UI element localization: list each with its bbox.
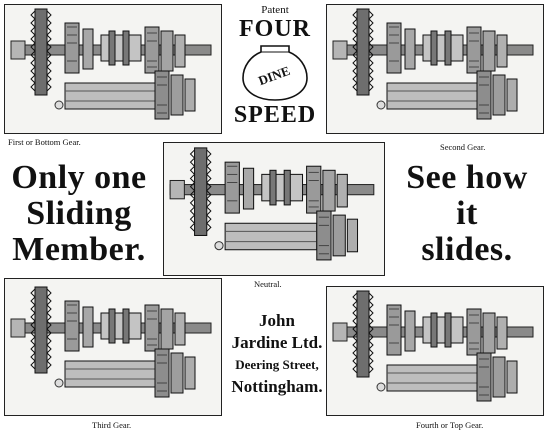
maker-address: John Jardine Ltd. Deering Street, Nottin… [228, 310, 326, 398]
second-gear-illustration [326, 4, 544, 134]
slogan-line: Only one [11, 159, 147, 196]
third-gear-caption: Third Gear. [92, 420, 132, 430]
address-line: Nottingham. [231, 377, 323, 396]
slogan-line: See how [406, 159, 528, 196]
gearbox-drawing [332, 290, 534, 402]
first-gear-caption: First or Bottom Gear. [8, 137, 81, 147]
slogan-line: slides. [421, 231, 513, 268]
gearbox-drawing [169, 147, 375, 261]
four-label: FOUR [239, 16, 311, 42]
second-gear-caption: Second Gear. [440, 142, 486, 152]
neutral-caption: Neutral. [254, 279, 282, 289]
slogan-line: it [456, 195, 478, 232]
speed-label: SPEED [233, 102, 317, 128]
slogan-line: Sliding [26, 195, 132, 232]
address-line: Jardine Ltd. [231, 333, 323, 352]
third-gear-illustration [4, 278, 222, 416]
neutral-illustration [163, 142, 385, 276]
gearbox-drawing [10, 286, 212, 398]
dine-jar-logo: DINE [228, 42, 322, 102]
product-header: Patent FOUR DINE SPEED [228, 4, 322, 128]
gearbox-drawing [10, 8, 212, 120]
slogan-line: Member. [12, 231, 146, 268]
address-line: Deering Street, [235, 357, 319, 372]
patent-label: Patent [261, 4, 289, 16]
slogan-left: Only one Sliding Member. [4, 160, 154, 268]
gearbox-drawing [332, 8, 534, 120]
fourth-gear-caption: Fourth or Top Gear. [416, 420, 484, 430]
jar-icon [242, 45, 308, 101]
first-gear-illustration [4, 4, 222, 134]
fourth-gear-illustration [326, 286, 544, 416]
slogan-right: See how it slides. [388, 160, 546, 268]
address-line: John [259, 311, 295, 330]
